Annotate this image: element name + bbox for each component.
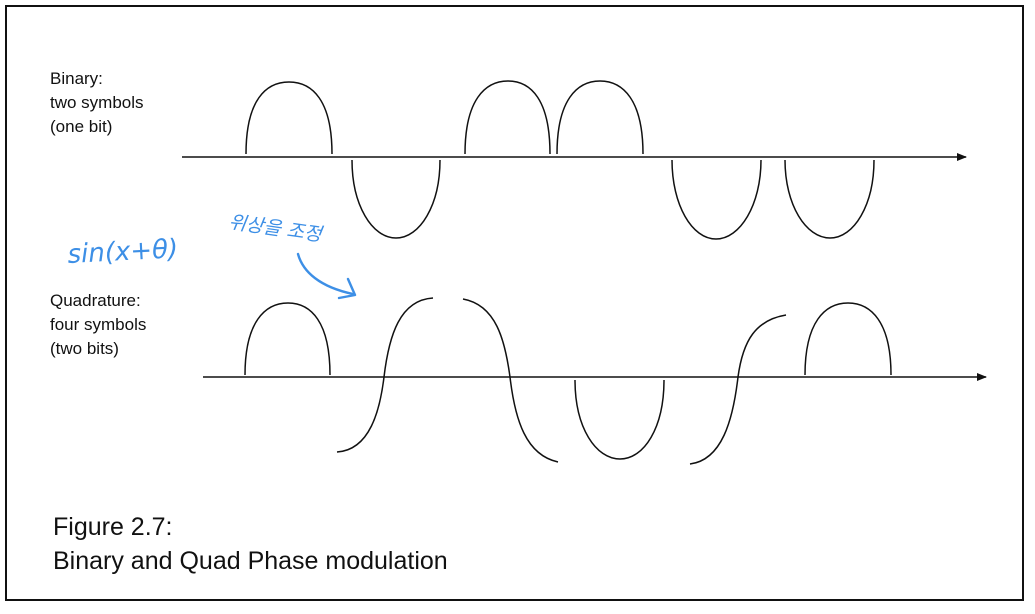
annotation-arrow-shaft: [296, 252, 355, 296]
caption-subtitle: Binary and Quad Phase modulation: [53, 547, 448, 575]
annotation-arrow-head: [337, 277, 357, 300]
quad-symbol-5: [689, 314, 787, 465]
figure-caption: Figure 2.7: Binary and Quad Phase modula…: [53, 510, 448, 578]
handwritten-annotation: sin(x+θ) 위상을 조정: [67, 211, 357, 300]
annotation-formula: sin(x+θ): [67, 234, 179, 270]
quadrature-label-line-3: (two bits): [50, 339, 119, 358]
binary-symbol-2: [351, 159, 441, 239]
binary-label-line-3: (one bit): [50, 117, 113, 136]
quad-symbol-2: [336, 297, 434, 453]
quadrature-label-line-2: four symbols: [50, 315, 147, 334]
quadrature-label: Quadrature: four symbols (two bits): [50, 289, 146, 361]
binary-label-line-1: Binary:: [50, 69, 103, 88]
binary-symbol-5: [671, 159, 762, 240]
quad-symbol-4: [574, 379, 665, 460]
binary-label-line-2: two symbols: [50, 93, 144, 112]
quadrature-waveform: [203, 297, 987, 465]
figure-frame: [5, 5, 1024, 601]
binary-label: Binary: two symbols (one bit): [50, 67, 144, 139]
quad-symbol-3: [462, 298, 559, 463]
binary-symbol-3: [464, 80, 551, 155]
binary-symbol-6: [784, 159, 875, 239]
quad-symbol-6: [804, 302, 892, 376]
binary-symbol-4: [556, 80, 644, 155]
quad-symbol-1: [244, 302, 331, 376]
binary-symbol-1: [245, 81, 333, 155]
caption-title: Figure 2.7:: [53, 513, 173, 541]
binary-waveform: [182, 80, 967, 240]
quadrature-label-line-1: Quadrature:: [50, 291, 141, 310]
annotation-note: 위상을 조정: [227, 211, 325, 246]
